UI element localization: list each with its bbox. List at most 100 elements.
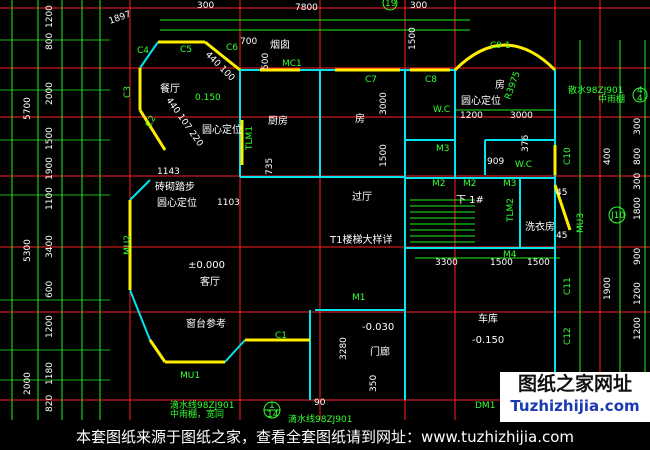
level-living: ±0.000: [188, 260, 225, 271]
detail-callout: J10: [608, 206, 626, 224]
tag-window: C5: [180, 45, 192, 55]
room-porch: 门廊: [370, 345, 390, 358]
tag-door: M3: [436, 144, 450, 154]
room-wc: W.C: [433, 105, 450, 115]
tag-door: M1: [352, 293, 366, 303]
tag-door: M4: [503, 250, 517, 260]
windows: [128, 40, 572, 364]
svg-text:900: 900: [633, 248, 643, 265]
dimension: 1500: [490, 258, 513, 268]
tag-door: MU2: [123, 235, 133, 255]
svg-text:800: 800: [45, 33, 55, 50]
svg-text:1: 1: [269, 401, 275, 411]
tag-door: MU3: [576, 213, 586, 233]
detail-ref: 中雨棚: [598, 93, 625, 105]
note-stair-detail: T1楼梯大样详: [329, 233, 392, 246]
left-dimension-column: 800 1200 2000 5700 1500 1900 1100 5300 3…: [23, 5, 55, 412]
svg-text:1200: 1200: [633, 317, 643, 340]
dimension: 1897: [108, 10, 133, 27]
tag-door: M3: [503, 179, 517, 189]
tag-window: C8: [425, 75, 437, 85]
svg-text:1200: 1200: [45, 315, 55, 338]
level-porch: -0.030: [362, 322, 394, 333]
svg-text:4: 4: [637, 94, 643, 104]
svg-text:3400: 3400: [45, 235, 55, 258]
detail-ref: 散水98ZJ901: [568, 84, 623, 96]
tag-window: C9 1: [490, 41, 511, 51]
tag-window: C2: [144, 114, 159, 129]
tag-door: DM1: [475, 401, 495, 411]
detail-callout: 4 4: [632, 86, 648, 104]
detail-ref: 滴水线98ZJ901: [288, 413, 352, 425]
dimension: 3280: [339, 337, 349, 360]
svg-text:1900: 1900: [603, 277, 613, 300]
tag-door: TLM2: [506, 198, 516, 223]
tag-window: C6: [226, 43, 238, 53]
detail-callout: 19: [382, 0, 398, 11]
dimension: 90: [314, 398, 326, 408]
note-center: 圆心定位: [157, 196, 197, 209]
dimension: 3300: [435, 258, 458, 268]
axis-lines: [0, 0, 650, 420]
tag-window: C10: [563, 147, 573, 165]
tag-window: C3: [123, 86, 133, 98]
wall: [129, 289, 151, 341]
tag-door: M2: [463, 179, 477, 189]
note-down: 下 1#: [456, 195, 484, 206]
room-kitchen: 厨房: [268, 114, 288, 127]
window: [204, 40, 241, 72]
svg-text:1180: 1180: [45, 362, 55, 385]
svg-text:5300: 5300: [23, 239, 33, 262]
svg-text:1900: 1900: [45, 157, 55, 180]
svg-text:300: 300: [633, 173, 643, 190]
dimension: 1103: [217, 198, 240, 208]
angle-label: 45: [556, 231, 567, 241]
chimney-label: 烟囱: [270, 38, 290, 51]
note-window-ref: 窗台参考: [186, 317, 226, 330]
svg-text:300: 300: [633, 118, 643, 135]
svg-text:4: 4: [637, 86, 643, 96]
window: [138, 109, 167, 151]
tag-window: C11: [563, 277, 573, 295]
room-wc: W.C: [515, 160, 532, 170]
svg-text:1500: 1500: [45, 127, 55, 150]
svg-text:2000: 2000: [45, 82, 55, 105]
room-garage: 车库: [478, 312, 498, 325]
dimension: 3000: [510, 111, 533, 121]
watermark-badge: 图纸之家网址 Tuzhizhijia.com: [500, 372, 650, 422]
room-bedroom: 房: [355, 112, 365, 125]
tag-window: C7: [365, 75, 377, 85]
svg-text:400: 400: [603, 148, 613, 165]
dimension: 376: [521, 135, 531, 152]
svg-text:1200: 1200: [633, 282, 643, 305]
svg-text:1100: 1100: [45, 187, 55, 210]
svg-text:820: 820: [45, 395, 55, 412]
dimension: 1500: [379, 144, 389, 167]
dimension: 500: [261, 53, 271, 70]
tag-window: C12: [563, 327, 573, 345]
window: [553, 184, 572, 231]
svg-text:600: 600: [45, 281, 55, 298]
watermark-url: Tuzhizhijia.com: [510, 397, 640, 415]
svg-text:800: 800: [633, 148, 643, 165]
room-bedroom: 房: [495, 78, 505, 91]
note-center: 圆心定位: [202, 123, 242, 136]
dimension: 7800: [295, 3, 318, 13]
dimension: 700: [240, 37, 257, 47]
dimension: 1200: [460, 111, 483, 121]
dimension: 350: [369, 375, 379, 392]
room-hall: 过厅: [352, 190, 372, 203]
angle-label: 45: [556, 188, 567, 198]
detail-ref: 滴水线98ZJ901: [170, 399, 234, 411]
right-dimension-column: 300 800 400 1800 900 1200 300 1200 1900: [603, 118, 643, 340]
svg-text:19: 19: [385, 0, 397, 9]
dimension: 1500: [408, 27, 418, 50]
footer-source-note: 本套图纸来源于图纸之家，查看全套图纸请到网址：www.tuzhizhijia.c…: [75, 428, 574, 446]
dimension: 440 107 220: [164, 96, 205, 149]
radius-label: R3975: [503, 70, 522, 101]
tag-door: TLM1: [245, 126, 255, 151]
level-dining: 0.150: [195, 93, 221, 103]
wall: [224, 339, 246, 363]
svg-text:5700: 5700: [23, 97, 33, 120]
tag-door: MU1: [180, 371, 200, 381]
